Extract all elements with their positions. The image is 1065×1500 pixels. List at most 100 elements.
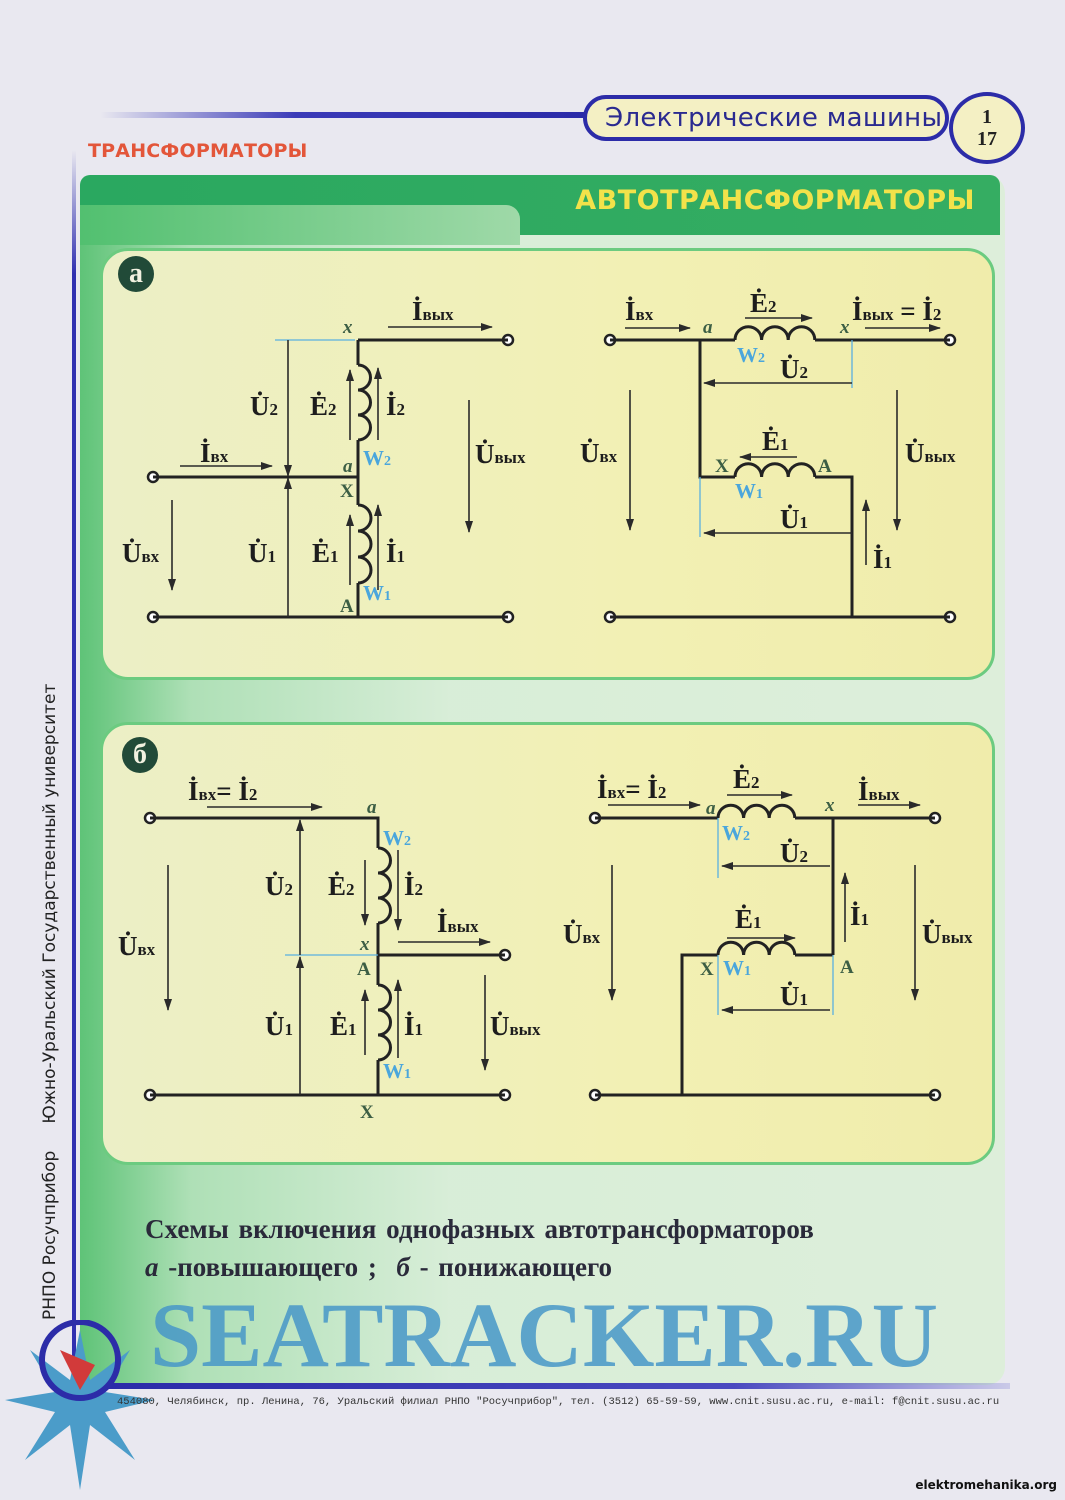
label-a-right-u1: U̇1 bbox=[780, 504, 808, 534]
label-main: W bbox=[383, 826, 404, 850]
label-a-left-u-out: U̇вых bbox=[475, 439, 526, 469]
label-main: İ bbox=[386, 538, 397, 568]
winding-coil bbox=[733, 462, 817, 478]
label-main: U̇ bbox=[122, 538, 142, 568]
label-a-right-u-out: U̇вых bbox=[905, 438, 956, 468]
label-b-right-w1: W1 bbox=[723, 956, 751, 980]
label-b-left-w1: W1 bbox=[383, 1059, 411, 1083]
label-b-right-w2: W2 bbox=[722, 821, 750, 845]
label-subscript: вх bbox=[583, 928, 601, 947]
label-main: İ bbox=[625, 296, 636, 326]
caption-line-1: Схемы включения однофазных автотрансформ… bbox=[145, 1214, 814, 1244]
label-a-left-i-out: İвых bbox=[412, 296, 454, 326]
footer-address: 454080, Челябинск, пр. Ленина, 76, Ураль… bbox=[117, 1396, 1000, 1408]
label-a-left-i2: İ2 bbox=[386, 391, 405, 421]
label-subscript: 2 bbox=[758, 351, 765, 366]
label-main: x bbox=[824, 795, 835, 816]
label-subscript: 2 bbox=[658, 783, 667, 802]
label-a-right-u2: U̇2 bbox=[780, 354, 808, 384]
label-main: U̇ bbox=[250, 391, 270, 421]
sheet-number: 1 bbox=[982, 106, 992, 128]
label-b-left-e2: Ė2 bbox=[328, 871, 355, 901]
label-a-right-e1: Ė1 bbox=[762, 426, 789, 456]
label-main: A bbox=[357, 959, 371, 980]
label-a-left-e2: Ė2 bbox=[310, 391, 337, 421]
label-main: = İ bbox=[625, 774, 658, 804]
label-main: Ė bbox=[750, 288, 768, 318]
label-main: İ bbox=[437, 908, 448, 938]
label-subscript: вх bbox=[608, 783, 626, 802]
label-subscript: 1 bbox=[884, 553, 893, 572]
label-subscript: 1 bbox=[330, 547, 339, 566]
label-subscript: 2 bbox=[404, 834, 411, 849]
label-main: U̇ bbox=[905, 438, 925, 468]
label-a-left-i1: İ1 bbox=[386, 538, 405, 568]
label-subscript: 1 bbox=[397, 547, 406, 566]
label-main: X bbox=[715, 456, 729, 477]
label-b-right-e1: Ė1 bbox=[735, 904, 762, 934]
label-subscript: 1 bbox=[415, 1020, 424, 1039]
label-main: = İ bbox=[216, 776, 249, 806]
label-b-right-x: x bbox=[824, 795, 835, 816]
label-main: U̇ bbox=[118, 931, 138, 961]
label-subscript: вх bbox=[636, 305, 654, 324]
section-title: ТРАНСФОРМАТОРЫ bbox=[88, 140, 308, 162]
label-main: U̇ bbox=[265, 1011, 285, 1041]
label-subscript: 2 bbox=[270, 400, 279, 419]
label-main: = İ bbox=[893, 296, 932, 326]
label-main: Ė bbox=[330, 1011, 348, 1041]
label-a-left-u-in: U̇вх bbox=[122, 538, 160, 568]
label-b-right-i1: İ1 bbox=[850, 901, 869, 931]
label-main: U̇ bbox=[780, 354, 800, 384]
wire bbox=[150, 816, 380, 848]
label-a-right-a: A bbox=[818, 456, 832, 477]
label-main: U̇ bbox=[780, 504, 800, 534]
label-main: U̇ bbox=[265, 871, 285, 901]
label-b-right-i-out: İвых bbox=[858, 776, 900, 806]
wire bbox=[680, 953, 718, 1095]
label-main: x bbox=[839, 317, 850, 338]
label-subscript: вх bbox=[600, 447, 618, 466]
subject-label: Электрические машины bbox=[583, 95, 949, 141]
label-a-right-i1: İ1 bbox=[873, 544, 892, 574]
label-a-right-w1: W1 bbox=[735, 479, 763, 503]
label-subscript: 1 bbox=[861, 910, 870, 929]
label-b-right-u-out: U̇вых bbox=[922, 919, 973, 949]
label-subscript: вых bbox=[510, 1020, 541, 1039]
label-main: U̇ bbox=[780, 838, 800, 868]
site-watermark[interactable]: elektromehanika.org bbox=[915, 1478, 1057, 1492]
page-number: 17 bbox=[977, 128, 997, 150]
label-main: Ė bbox=[733, 764, 751, 794]
label-subscript: 2 bbox=[415, 880, 424, 899]
label-subscript: вых bbox=[495, 448, 526, 467]
label-main: W bbox=[737, 343, 758, 367]
panel-a-badge: а bbox=[118, 256, 154, 292]
caption-a-text: -повышающего ; bbox=[158, 1252, 397, 1282]
label-main: İ bbox=[200, 438, 211, 468]
label-b-left-u-out: U̇вых bbox=[490, 1011, 541, 1041]
label-main: U̇ bbox=[580, 438, 600, 468]
wires bbox=[143, 314, 957, 1102]
label-a-left-a: a bbox=[343, 456, 353, 477]
label-main: W bbox=[722, 821, 743, 845]
label-b-left-i-in: İвх= İ2 bbox=[188, 776, 257, 806]
label-subscript: 2 bbox=[285, 880, 294, 899]
label-main: W bbox=[363, 581, 384, 605]
header-line bbox=[100, 112, 590, 118]
label-a-left-w2: W2 bbox=[363, 446, 391, 470]
watermark: SEATRACKER.RU bbox=[150, 1284, 939, 1386]
page-title: АВТОТРАНСФОРМАТОРЫ bbox=[575, 185, 975, 216]
label-main: U̇ bbox=[248, 538, 268, 568]
label-main: X bbox=[340, 481, 354, 502]
label-main: W bbox=[723, 956, 744, 980]
label-b-left-a: a bbox=[367, 797, 377, 818]
label-main: x bbox=[342, 317, 353, 338]
label-main: W bbox=[735, 479, 756, 503]
label-main: Ė bbox=[735, 904, 753, 934]
label-a-right-i-in: İвх bbox=[625, 296, 654, 326]
label-b-left-x: X bbox=[360, 1102, 374, 1123]
label-main: İ bbox=[850, 901, 861, 931]
title-band-tab bbox=[80, 205, 520, 245]
label-subscript: вх bbox=[199, 785, 217, 804]
label-subscript: 1 bbox=[268, 547, 277, 566]
